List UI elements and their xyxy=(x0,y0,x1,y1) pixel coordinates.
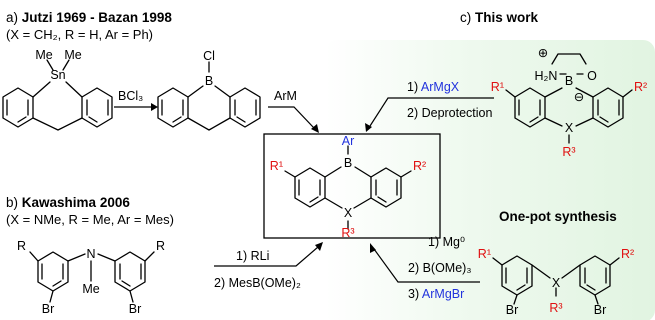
atom-r-right: R xyxy=(156,239,165,253)
atom-me-n: Me xyxy=(82,282,99,296)
section-b: b) Kawashima 2006 (X = NMe, R = Me, Ar =… xyxy=(6,195,323,316)
this-work-panel xyxy=(325,40,655,320)
step-b-1: 1) RLi xyxy=(236,249,269,263)
step-b-2: 2) MesB(OMe)₂ xyxy=(214,276,301,290)
section-b-conditions: (X = NMe, R = Me, Ar = Mes) xyxy=(6,212,174,227)
section-c: c) This work B H₂N O ⊕ ⊖ X R³ R¹ R² xyxy=(365,10,647,317)
step-op-3: 3) ArMgBr xyxy=(408,287,464,301)
section-c-label: c) This work xyxy=(460,10,539,25)
atom-br-right: Br xyxy=(129,302,142,316)
protected-borinic-structure: B H₂N O ⊕ ⊖ X R³ R¹ R² xyxy=(491,46,647,159)
section-a-label: a) Jutzi 1969 - Bazan 1998 xyxy=(6,10,172,25)
product-frame xyxy=(263,133,441,239)
stannane-structure: Sn Me Me xyxy=(2,48,113,131)
complex-r1: R¹ xyxy=(491,80,504,94)
dibromide-precursor-structure: X R³ R¹ R² Br Br xyxy=(478,247,634,317)
product-r1: R¹ xyxy=(270,159,283,173)
precursor-r3: R³ xyxy=(549,301,562,315)
precursor-r1: R¹ xyxy=(478,247,491,261)
precursor-br-left: Br xyxy=(506,303,519,317)
complex-r3: R³ xyxy=(562,145,575,159)
charge-plus: ⊕ xyxy=(538,46,548,60)
atom-n: N xyxy=(86,247,95,261)
atom-x-product: X xyxy=(344,206,353,220)
section-a: a) Jutzi 1969 - Bazan 1998 (X = CH₂, R =… xyxy=(2,10,319,133)
atom-cl: Cl xyxy=(203,49,215,63)
section-b-label: b) Kawashima 2006 xyxy=(6,195,130,210)
atom-x-complex: X xyxy=(565,121,574,135)
product-r2: R² xyxy=(413,159,426,173)
target-product: B Ar X R³ R¹ R² xyxy=(263,133,441,240)
product-ar: Ar xyxy=(342,134,355,148)
atom-sn: Sn xyxy=(50,68,65,82)
one-pot-title: One-pot synthesis xyxy=(499,209,617,224)
precursor-r2: R² xyxy=(621,247,634,261)
step-op-2: 2) B(OMe)₃ xyxy=(408,261,471,275)
atom-me-right: Me xyxy=(64,48,81,62)
step-c-1: 1) ArMgX xyxy=(407,80,460,94)
precursor-br-right: Br xyxy=(594,303,607,317)
reagent-arm: ArM xyxy=(274,89,297,103)
dibromoaniline-structure: N Me R R Br Br xyxy=(17,239,165,316)
charge-minus: ⊖ xyxy=(574,90,584,104)
atom-b-product: B xyxy=(344,156,352,170)
chloroborane-structure: B Cl xyxy=(157,49,261,131)
step-c-2: 2) Deprotection xyxy=(407,106,493,120)
atom-me-left: Me xyxy=(35,48,52,62)
atom-b-complex: B xyxy=(565,74,573,88)
section-a-conditions: (X = CH₂, R = H, Ar = Ph) xyxy=(6,27,153,42)
atom-b-chloroborane: B xyxy=(205,74,213,88)
atom-h2n: H₂N xyxy=(535,69,558,83)
complex-r2: R² xyxy=(634,80,647,94)
atom-br-left: Br xyxy=(42,302,55,316)
atom-r-left: R xyxy=(17,239,26,253)
atom-o: O xyxy=(587,69,597,83)
reagent-bcl3: BCl₃ xyxy=(118,89,143,103)
step-op-1: 1) Mg⁰ xyxy=(428,235,465,249)
atom-x-precursor: X xyxy=(552,276,561,290)
product-r3: R³ xyxy=(341,226,354,240)
